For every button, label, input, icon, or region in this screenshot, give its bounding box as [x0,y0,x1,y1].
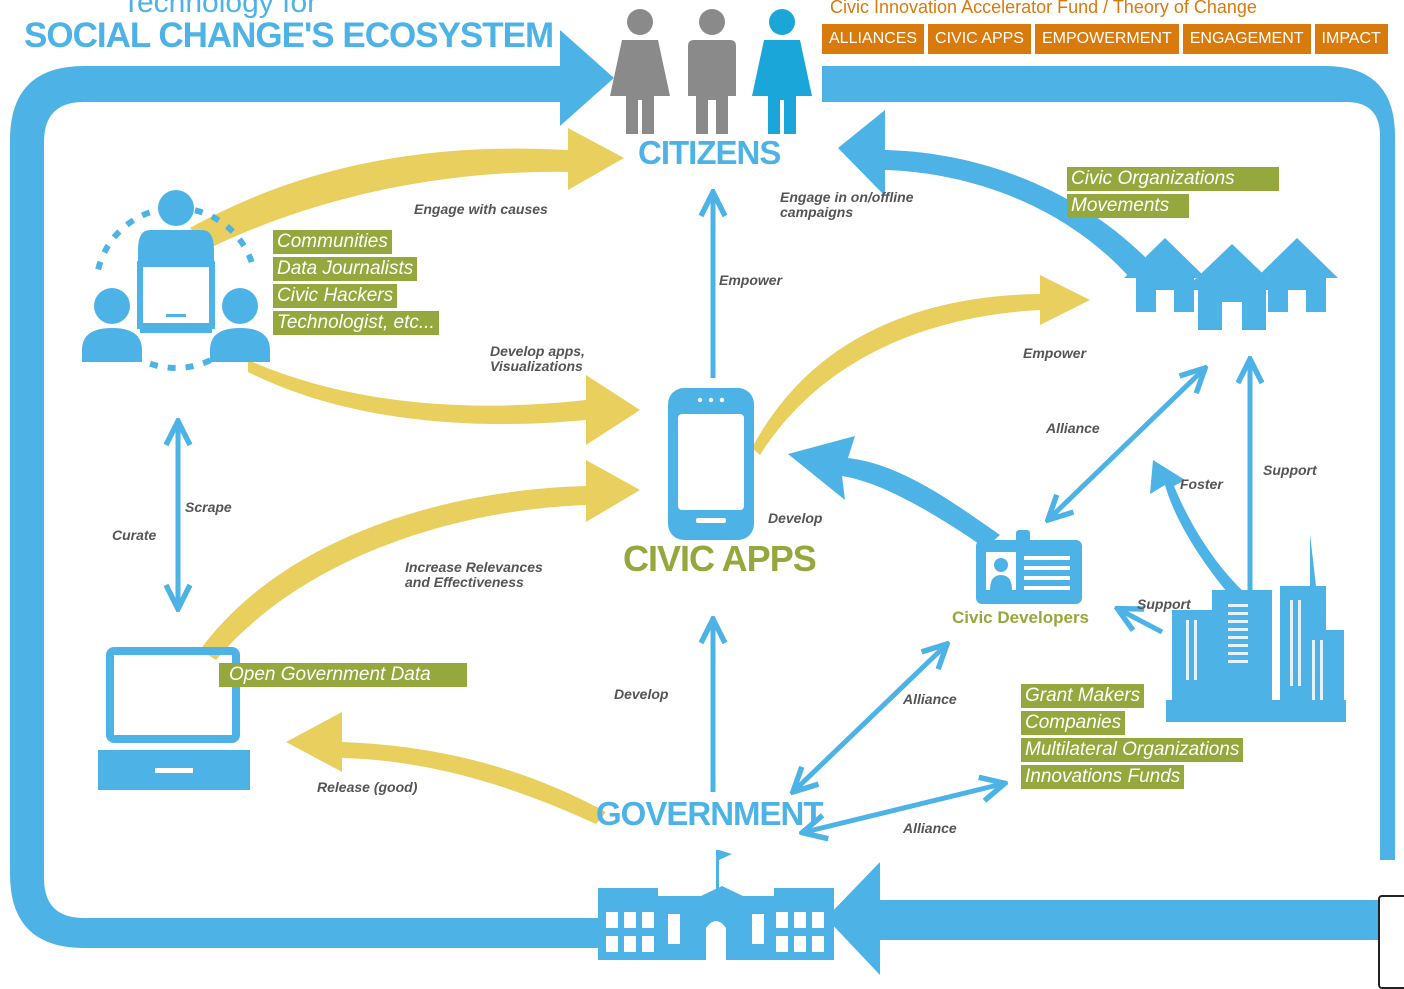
tag-innovations-funds: Innovations Funds [1021,765,1185,789]
title-line-1: Technology for [122,0,318,19]
edge-label-alliance-orgs-devs: Alliance [1046,420,1100,436]
edge-label-curate: Curate [112,527,157,543]
smartphone-icon [668,388,754,540]
node-citizens: CITIZENS [638,134,781,171]
city-buildings-icon [1166,534,1346,722]
tag-companies: Companies [1021,711,1126,735]
tag-movements: Movements [1067,194,1190,218]
edge-label-release: Release (good) [317,779,418,795]
arrow-engage-with-causes [190,128,624,248]
thin-arrows [178,195,1250,832]
tags-open-data: Open Government Data [219,663,467,687]
edge-label-alliance-gov-funders: Alliance [903,820,957,836]
outer-cycle-arrow [10,30,1395,975]
node-civic-developers: Civic Developers [952,608,1090,627]
tab-alliances[interactable]: ALLIANCES [822,24,925,54]
tag-data-journalists: Data Journalists [273,257,418,281]
tags-funders: Grant Makers Companies Multilateral Orga… [1021,684,1244,789]
node-government: GOVERNMENT [596,795,824,832]
tag-communities: Communities [273,230,392,254]
arrow-alliance-orgs-devs [1050,370,1203,518]
edge-label-foster: Foster [1180,476,1223,492]
arrow-increase-relevance [200,460,640,660]
edge-label-support-devs: Support [1137,596,1191,612]
tag-civic-hackers: Civic Hackers [273,284,398,308]
tag-multilateral-organizations: Multilateral Organizations [1021,738,1244,762]
tag-grant-makers: Grant Makers [1021,684,1145,708]
arrow-support-devs [1120,610,1164,635]
yellow-flow-arrows [190,128,1090,824]
edge-label-alliance-gov-devs: Alliance [903,691,957,707]
tab-civic-apps[interactable]: CIVIC APPS [928,24,1031,54]
edge-label-empower-citizens: Empower [719,272,783,288]
community-icon [60,190,300,371]
tags-organizations: Civic Organizations Movements [1067,167,1279,218]
id-card-icon [976,530,1082,604]
arrow-alliance-gov-funders [805,784,1002,832]
city-windows [1186,600,1323,700]
tag-civic-organizations: Civic Organizations [1067,167,1279,191]
edge-label-increase-relevance: Increase Relevances and Effectiveness [405,559,543,590]
arrow-empower-orgs [752,275,1090,455]
edge-label-engage-campaigns: Engage in on/offline campaigns [780,189,914,220]
tab-impact[interactable]: IMPACT [1314,24,1388,54]
edge-label-develop-devs: Develop [768,510,823,526]
edge-label-scrape: Scrape [185,499,232,515]
page-title: SOCIAL CHANGE'S ECOSYSTEM [24,16,554,55]
tag-technologist: Technologist, etc... [273,311,439,335]
houses-icon [1124,238,1338,330]
tags-community: Communities Data Journalists Civic Hacke… [273,230,439,335]
arrow-alliance-gov-devs [795,646,945,790]
edge-label-develop-apps: Develop apps, Visualizations [490,343,585,374]
edge-label-engage-with-causes: Engage with causes [414,201,548,217]
node-civic-apps: CIVIC APPS [623,538,817,579]
tab-empowerment[interactable]: EMPOWERMENT [1034,24,1179,54]
laptop-icon [98,647,250,790]
arrow-develop-devs [788,436,1000,548]
edge-label-support-orgs: Support [1263,462,1317,478]
arrow-develop-apps [248,360,640,445]
edge-label-develop-gov: Develop [614,686,669,702]
edge-label-empower-orgs: Empower [1023,345,1087,361]
tag-open-government-data: Open Government Data [219,663,467,687]
government-windows [606,912,824,960]
people-icon [610,9,812,134]
arrow-engage-campaigns [838,110,1150,278]
arrow-release [286,712,606,824]
theme-tabs: ALLIANCES CIVIC APPS EMPOWERMENT ENGAGEM… [822,24,1388,54]
subtitle: Civic Innovation Accelerator Fund / Theo… [830,0,1257,17]
tab-engagement[interactable]: ENGAGEMENT [1182,24,1311,54]
